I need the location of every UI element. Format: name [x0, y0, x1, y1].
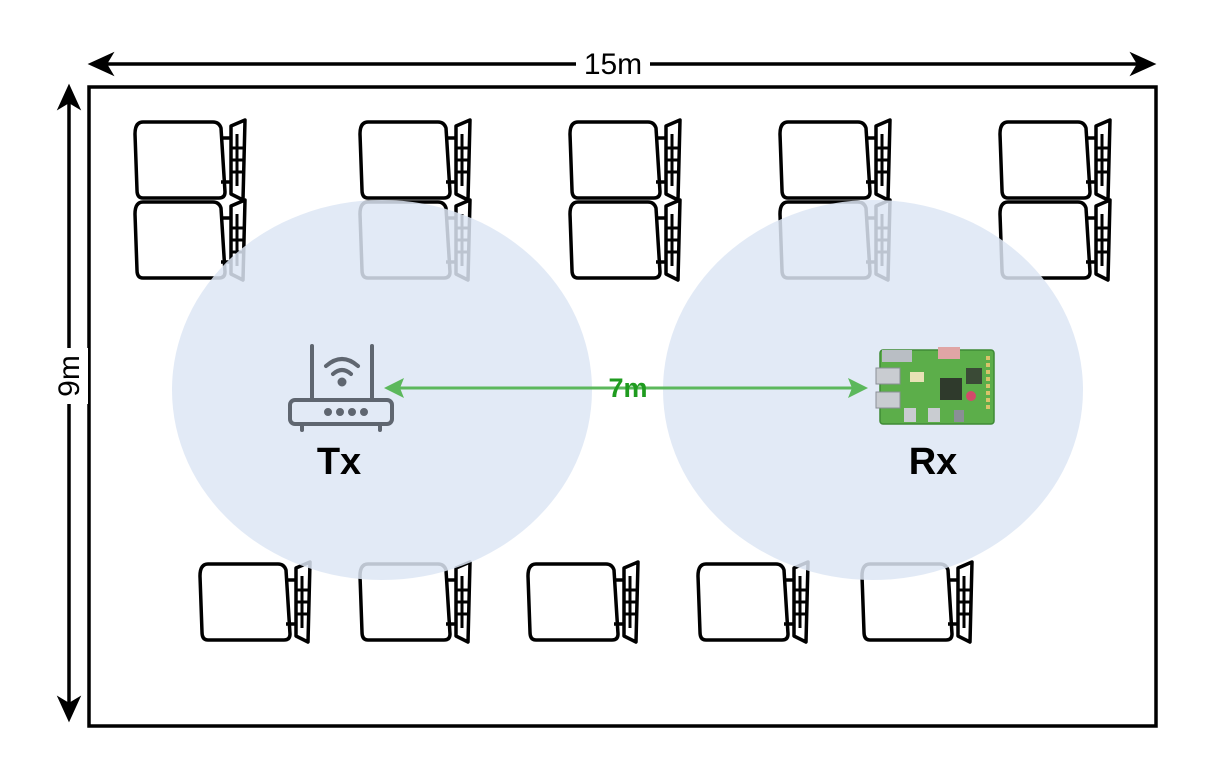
chair-icon [998, 118, 1112, 202]
rx-label: Rx [909, 441, 958, 483]
link-arrow-right-icon [848, 378, 868, 398]
width-label: 15m [584, 48, 642, 81]
link-distance: 7m [384, 373, 868, 403]
distance-label: 7m [608, 373, 647, 403]
arrow-left-icon [87, 51, 115, 77]
arrow-down-icon [56, 695, 82, 723]
arrow-up-icon [56, 83, 82, 111]
raspberry-pi-board-icon [875, 347, 995, 425]
rx-coverage-zone [663, 200, 1083, 580]
height-dimension: 9m [50, 83, 88, 723]
chair-icon [133, 118, 247, 202]
width-dimension: 15m [87, 46, 1157, 81]
chair-icon [568, 198, 682, 282]
link-arrow-left-icon [384, 378, 404, 398]
arrow-right-icon [1129, 51, 1157, 77]
chair-icon [198, 560, 312, 644]
tx-coverage-zone [172, 200, 592, 580]
chair-icon [696, 560, 810, 644]
tx-label: Tx [317, 441, 361, 483]
chair-icon [778, 118, 892, 202]
wifi-router-icon [288, 344, 394, 432]
chair-icon [568, 118, 682, 202]
room-boundary [87, 85, 1158, 728]
height-label: 9m [53, 355, 86, 397]
chair-icon [526, 560, 640, 644]
chair-icon [358, 118, 472, 202]
